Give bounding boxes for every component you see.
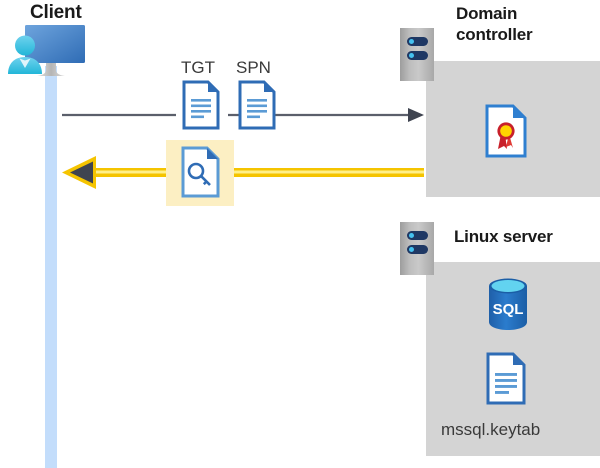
tgt-document-icon [182, 80, 220, 130]
certificate-document-icon [485, 104, 527, 158]
client-title: Client [30, 2, 82, 23]
domain-controller-title: Domain controller [456, 4, 533, 44]
domain-controller-rack-icon [400, 28, 434, 81]
keytab-filename-label: mssql.keytab [441, 420, 541, 439]
linux-server-rack-icon [400, 222, 434, 275]
key-document-icon [181, 146, 220, 198]
client-lifeline [45, 66, 57, 468]
spn-label: SPN [236, 58, 271, 77]
spn-document-icon [238, 80, 276, 130]
sql-database-icon: SQL [489, 278, 527, 330]
user-monitor-icon [8, 25, 85, 76]
tgt-label: TGT [181, 58, 215, 77]
response-arrow-icon [62, 156, 424, 189]
keytab-document-icon [486, 352, 526, 405]
linux-server-title: Linux server [454, 227, 553, 246]
sql-label: SQL [493, 301, 524, 318]
